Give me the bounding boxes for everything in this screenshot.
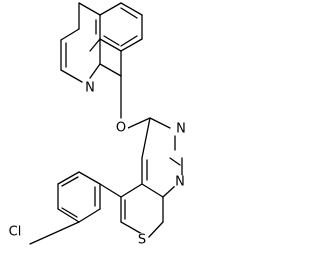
- bond: [78, 2, 101, 16]
- bond: [78, 208, 101, 223]
- atom-label-pyrimidine-n3: N: [174, 122, 188, 137]
- bond: [162, 185, 176, 198]
- bond: [99, 183, 122, 198]
- svg-text:O: O: [116, 121, 126, 136]
- chlorophenyl-ring: [57, 171, 101, 223]
- bond: [127, 117, 151, 129]
- bond: [120, 38, 143, 52]
- bond: [61, 207, 78, 218]
- bond: [141, 183, 164, 198]
- atom-label-quinoline-n: N: [83, 81, 97, 96]
- svg-text:S: S: [138, 233, 146, 248]
- bond: [57, 208, 80, 223]
- bond: [99, 63, 122, 77]
- bond: [169, 157, 181, 166]
- bond: [120, 183, 143, 198]
- atom-label-pyrimidine-n1: N: [173, 175, 187, 190]
- bond: [99, 2, 122, 16]
- atom-label-chlorine: Cl: [2, 224, 28, 240]
- svg-text:N: N: [176, 122, 186, 137]
- bond: [89, 63, 101, 79]
- bond: [120, 7, 138, 19]
- bond: [103, 35, 120, 46]
- bond: [57, 171, 80, 185]
- bond: [60, 28, 80, 41]
- atom-label-ether-o: O: [114, 121, 128, 136]
- bond: [120, 35, 138, 47]
- bond: [29, 221, 80, 245]
- bond: [89, 38, 101, 52]
- bond: [60, 69, 83, 83]
- svg-text:N: N: [85, 81, 95, 96]
- quinoline-ring: [60, 2, 143, 83]
- thiophene-ring: [120, 183, 164, 239]
- molecule-structure-diagram: N O N N S Cl: [2, 2, 188, 248]
- svg-text:Cl: Cl: [9, 225, 22, 240]
- bond: [120, 221, 143, 235]
- pyrimidine-ring: [141, 117, 183, 198]
- bond: [78, 171, 101, 185]
- bond: [120, 2, 143, 16]
- svg-text:N: N: [175, 175, 185, 190]
- bond: [147, 221, 164, 239]
- bond: [99, 38, 122, 52]
- bond: [61, 176, 79, 187]
- bond: [141, 117, 151, 159]
- atom-label-thiophene-s: S: [135, 233, 149, 248]
- bond: [149, 117, 171, 129]
